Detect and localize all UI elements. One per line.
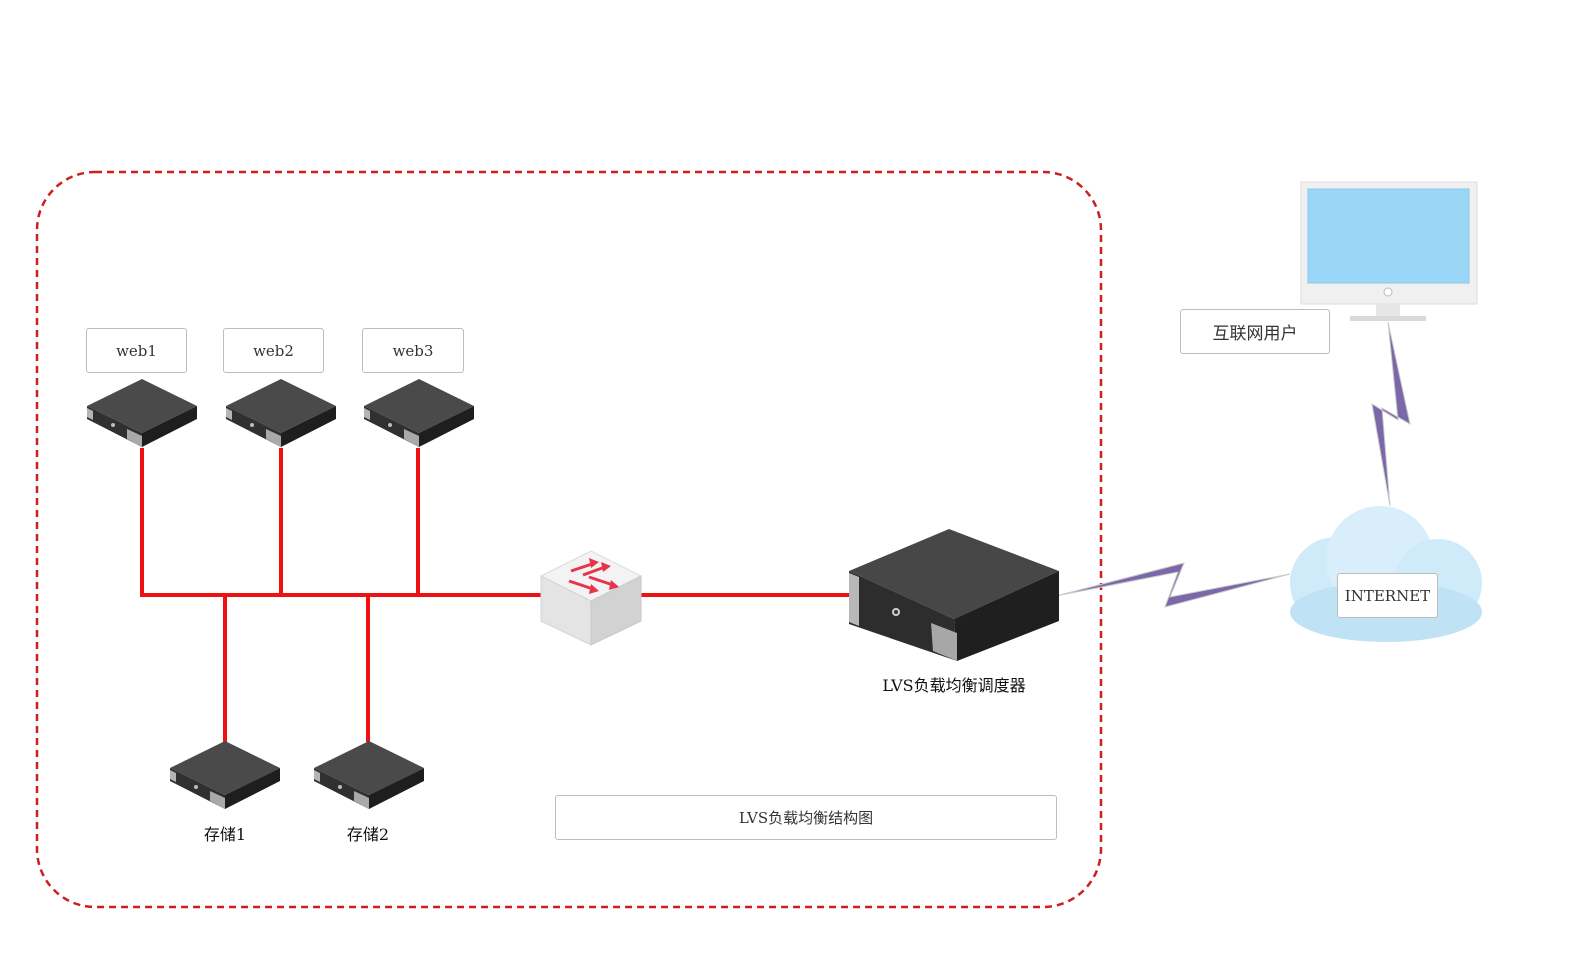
label-web3: web3 bbox=[362, 328, 464, 373]
label-storage2: 存储2 bbox=[346, 825, 390, 844]
server-icon-web2 bbox=[226, 379, 336, 447]
network-links bbox=[140, 448, 852, 742]
switch-icon bbox=[539, 550, 643, 646]
label-web1: web1 bbox=[86, 328, 187, 373]
monitor-icon bbox=[1300, 181, 1478, 321]
label-storage1: 存储1 bbox=[203, 825, 247, 844]
lvs-cluster-boundary bbox=[35, 170, 1103, 909]
label-internet: INTERNET bbox=[1337, 573, 1438, 618]
diagram-caption: LVS负载均衡结构图 bbox=[555, 795, 1057, 840]
server-icon-web3 bbox=[364, 379, 474, 447]
server-icon-lvs bbox=[849, 529, 1059, 661]
wireless-link-user-internet bbox=[1371, 321, 1411, 507]
label-lvs-scheduler: LVS负载均衡调度器 bbox=[882, 676, 1026, 695]
server-icon-storage2 bbox=[314, 741, 424, 809]
server-icon-storage1 bbox=[170, 741, 280, 809]
label-internet-user: 互联网用户 bbox=[1180, 309, 1330, 354]
wireless-link-lvs-internet bbox=[1055, 562, 1291, 608]
server-icon-web1 bbox=[87, 379, 197, 447]
wireless-links bbox=[1055, 321, 1411, 608]
label-web2: web2 bbox=[223, 328, 324, 373]
